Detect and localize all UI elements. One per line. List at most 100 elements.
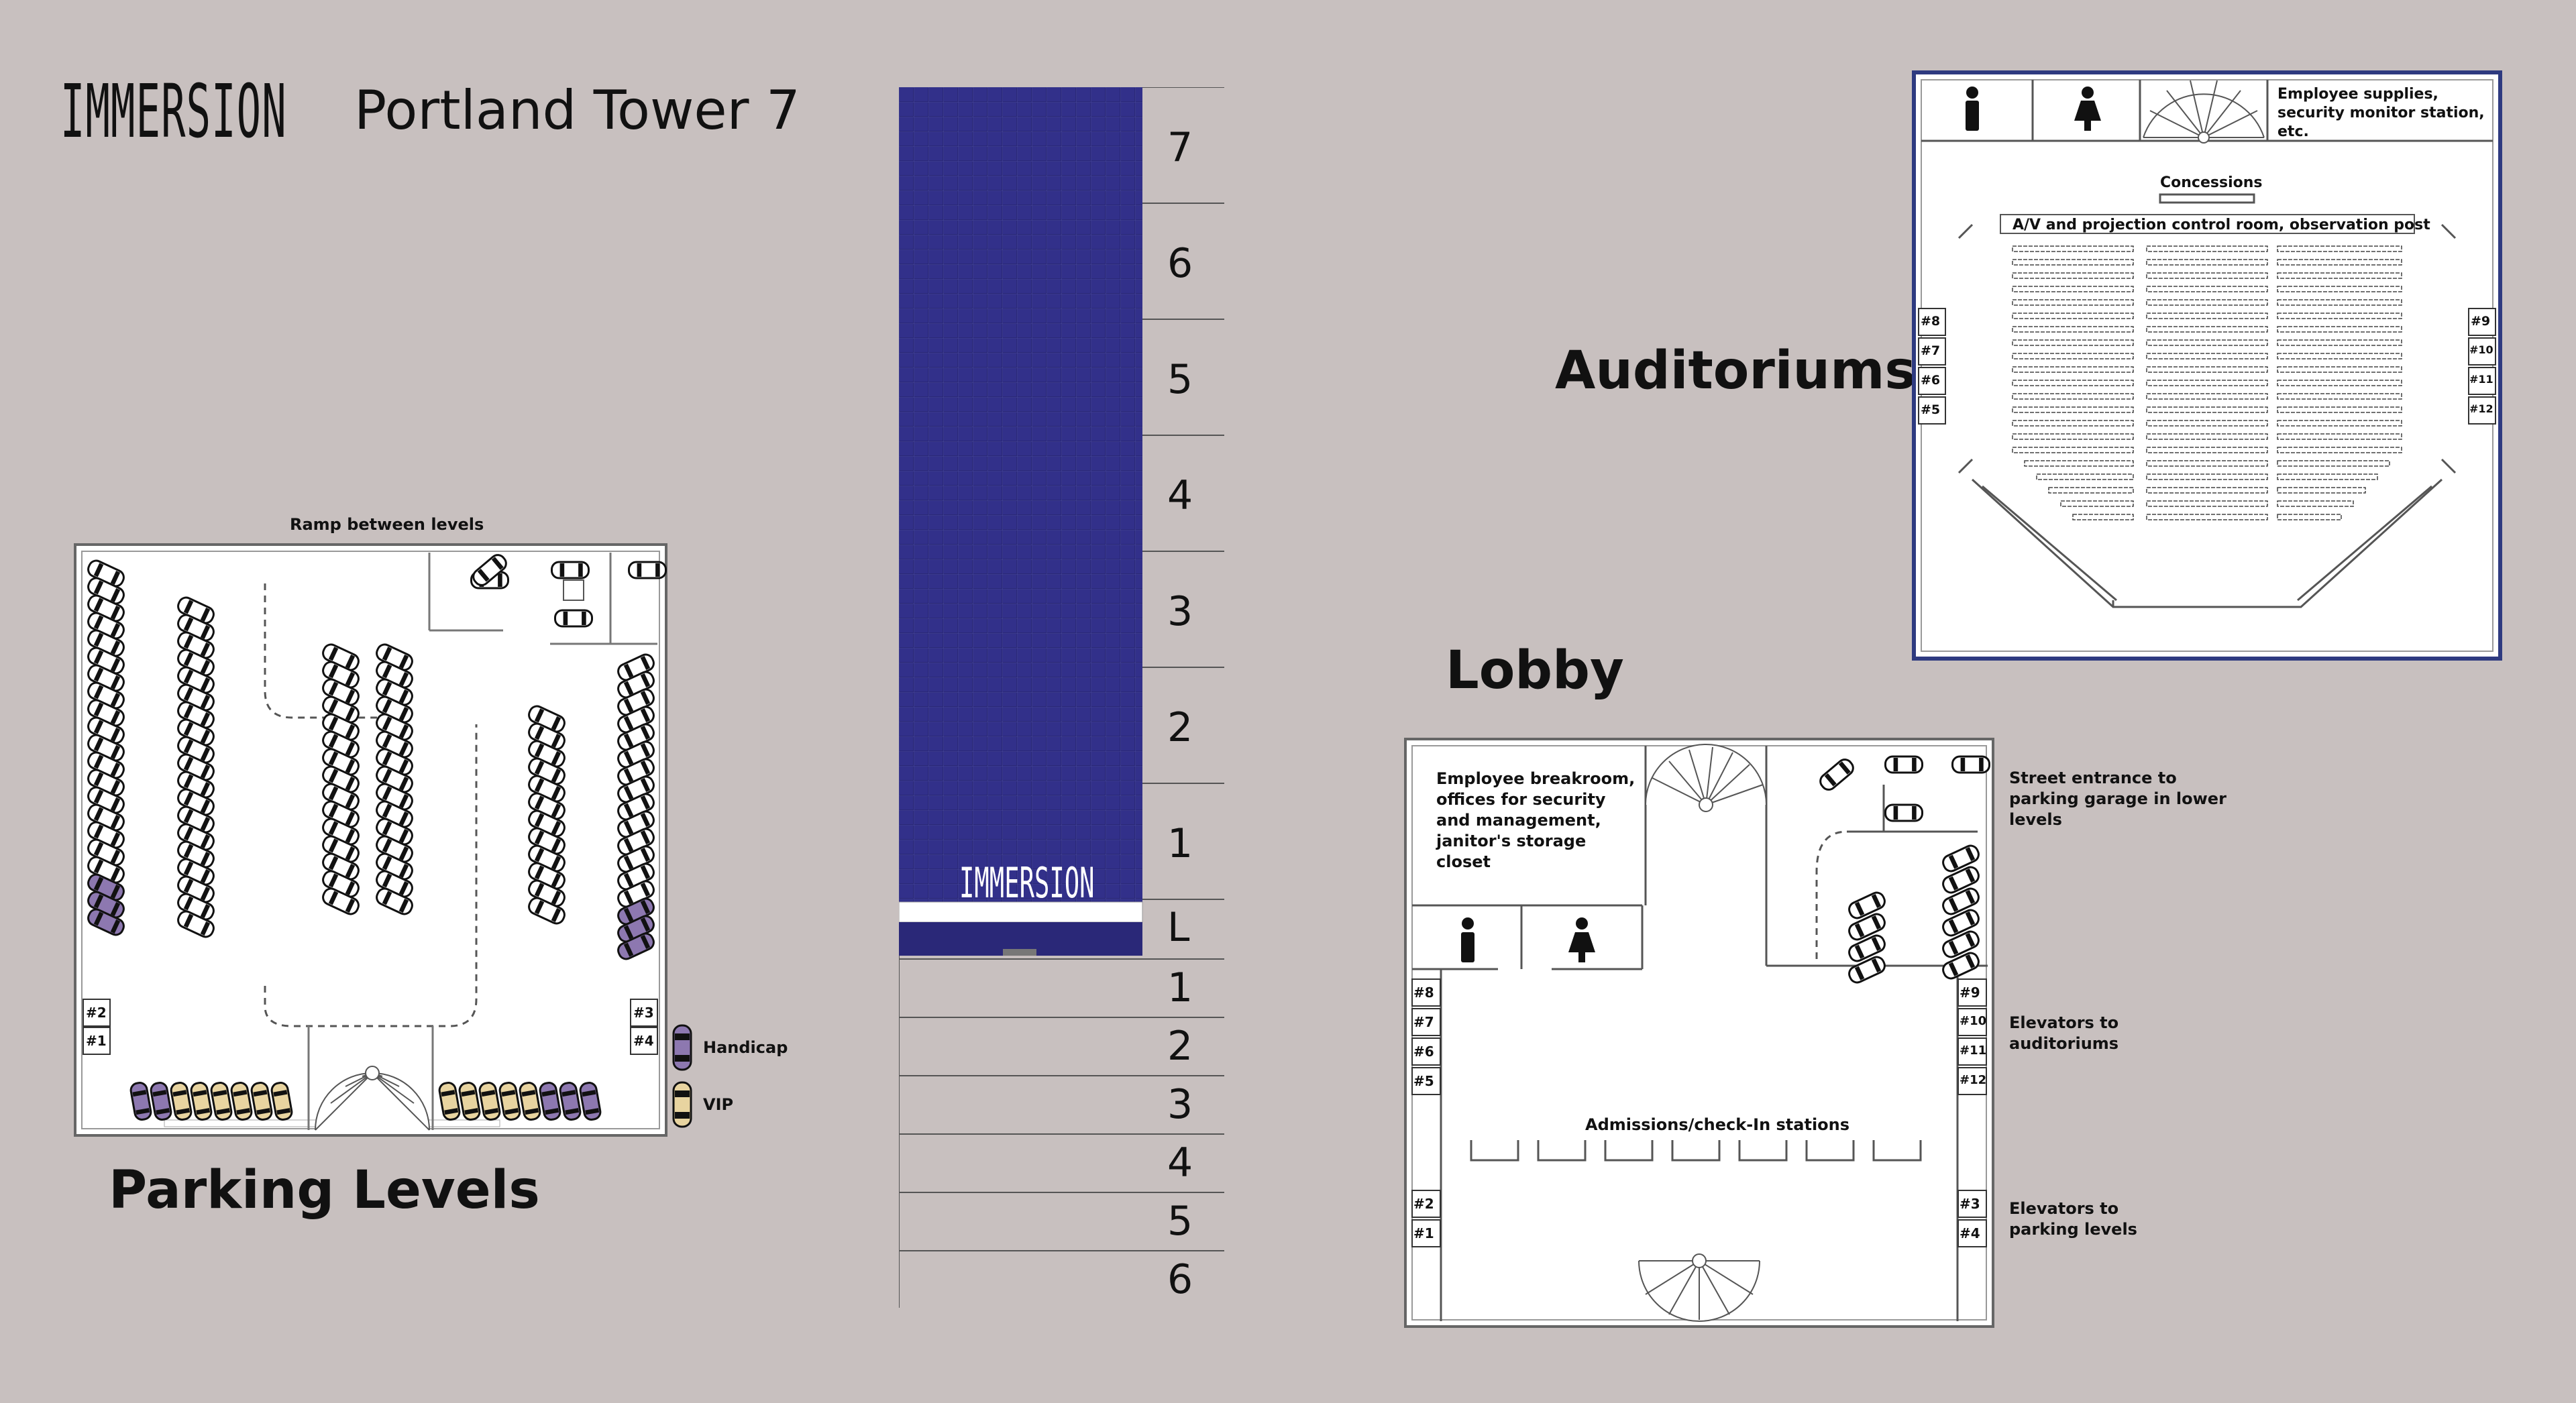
- parking-space-car: [1884, 803, 1923, 822]
- lobby-elevator-1: #1: [1413, 1225, 1434, 1241]
- floor-label-4: 4: [1167, 472, 1193, 519]
- parking-space-car: [230, 1082, 253, 1121]
- parking-space-car: [87, 838, 125, 866]
- parking-space-car: [617, 653, 655, 681]
- seat-row: [2277, 433, 2402, 440]
- parking-heading: Parking Levels: [109, 1160, 540, 1221]
- seat-row: [2146, 366, 2268, 373]
- parking-space-car: [177, 893, 215, 921]
- seat-row: [2277, 514, 2342, 520]
- parking-space-car: [1942, 909, 1980, 937]
- aud-elevator-7: #7: [1921, 343, 1941, 358]
- seat-row: [2277, 420, 2402, 427]
- seat-row: [2146, 514, 2268, 520]
- lobby-elevator-9: #9: [1960, 985, 1980, 1001]
- seat-row: [2277, 500, 2354, 507]
- seat-row: [2146, 393, 2268, 400]
- parking-space-car: [87, 664, 125, 692]
- lobby-parking-spaces: [1819, 755, 1990, 984]
- parking-spaces: [87, 554, 667, 1121]
- seat-row: [2072, 514, 2134, 520]
- floor-label-1: 1: [1167, 820, 1193, 867]
- elevator-4-label: #4: [633, 1033, 654, 1049]
- seat-row: [2277, 366, 2402, 373]
- parking-space-car: [559, 1082, 582, 1121]
- parking-space-car: [376, 695, 413, 724]
- lobby-storefront: [898, 901, 1143, 923]
- lobby-elevator-2: #2: [1413, 1196, 1434, 1212]
- parking-space-car: [177, 683, 215, 712]
- seat-row: [2012, 245, 2134, 252]
- parking-space-car: [177, 805, 215, 834]
- lobby-elevator-boxes: [1411, 978, 1987, 1247]
- aud-elevator-11: #11: [2469, 373, 2493, 386]
- floor-label-p3: 3: [1167, 1081, 1193, 1128]
- parking-space-car: [177, 875, 215, 903]
- aud-elevator-12: #12: [2469, 402, 2493, 415]
- seat-row: [2012, 353, 2134, 359]
- floor-label-lobby: L: [1167, 904, 1190, 951]
- seat-row: [2012, 326, 2134, 333]
- seat-row: [2146, 339, 2268, 346]
- elevators-left: [83, 999, 658, 1055]
- parking-space-car: [376, 887, 413, 915]
- parking-space-car: [322, 765, 360, 793]
- parking-space-car: [1951, 755, 1990, 774]
- parking-space-car: [617, 862, 655, 891]
- parking-space-car: [1819, 759, 1854, 791]
- seat-row: [2146, 326, 2268, 333]
- floor-label-6: 6: [1167, 240, 1193, 287]
- parking-space-car: [177, 840, 215, 868]
- seat-row: [2277, 380, 2402, 386]
- seat-row: [2277, 393, 2402, 400]
- auditorium-elevator-boxes: [1918, 308, 2496, 425]
- seat-row: [2277, 406, 2402, 413]
- floor-label-p4: 4: [1167, 1139, 1193, 1186]
- auditorium-drawing: [1912, 70, 2502, 661]
- parking-space-car: [177, 631, 215, 659]
- parking-space-car: [177, 858, 215, 886]
- legend-vip-label: VIP: [703, 1095, 734, 1114]
- seat-row: [2277, 487, 2366, 494]
- elevator-3-label: #3: [633, 1005, 654, 1021]
- brand-logo: IMMERSION: [60, 68, 287, 154]
- aud-elevator-8: #8: [1921, 314, 1941, 329]
- parking-space-car: [322, 870, 360, 898]
- parking-space-car: [579, 1082, 602, 1121]
- seat-row: [2036, 473, 2134, 480]
- parking-space-car: [617, 932, 655, 960]
- restroom-women-icon: [1568, 917, 1595, 962]
- tower-glass: [899, 87, 1142, 902]
- legend-handicap-label: Handicap: [703, 1038, 788, 1057]
- parking-floorplan: #2 #1 #3 #4: [74, 543, 667, 1137]
- floor-label-p6: 6: [1167, 1256, 1193, 1303]
- control-room-label: A/V and projection control room, observa…: [2012, 217, 2430, 233]
- tower-elevation: IMMERSION 7 6 5 4 3 2 1 L 1 2 3 4 5 6: [898, 87, 1234, 1310]
- seat-row: [2012, 433, 2134, 440]
- lobby-drawing: [1404, 738, 1994, 1328]
- auditorium-floorplan: Employee supplies, security monitor stat…: [1912, 70, 2502, 661]
- seat-row: [2277, 353, 2402, 359]
- lobby-elevator-12: #12: [1960, 1073, 1987, 1087]
- parking-space-car: [472, 554, 507, 586]
- floor-label-p5: 5: [1167, 1198, 1193, 1245]
- parking-space-car: [87, 908, 125, 936]
- parking-space-car: [177, 614, 215, 642]
- parking-space-car: [170, 1082, 193, 1121]
- parking-space-car: [87, 856, 125, 884]
- tower-brand-sign: IMMERSION: [959, 858, 1095, 907]
- lobby-elevator-10: #10: [1960, 1014, 1987, 1028]
- seat-row: [2146, 286, 2268, 292]
- seat-row: [2012, 420, 2134, 427]
- concessions-label: Concessions: [2160, 174, 2263, 191]
- seat-row: [2146, 353, 2268, 359]
- handicap-car-icon: [672, 1024, 692, 1071]
- parking-space-car: [87, 577, 125, 605]
- lobby-elevator-3: #3: [1960, 1196, 1980, 1212]
- parking-space-car: [1942, 887, 1980, 915]
- lobby-elevator-8: #8: [1413, 985, 1434, 1001]
- parking-space-car: [87, 821, 125, 849]
- seat-row: [2277, 272, 2402, 279]
- parking-space-car: [551, 561, 590, 579]
- seat-row: [2146, 299, 2268, 306]
